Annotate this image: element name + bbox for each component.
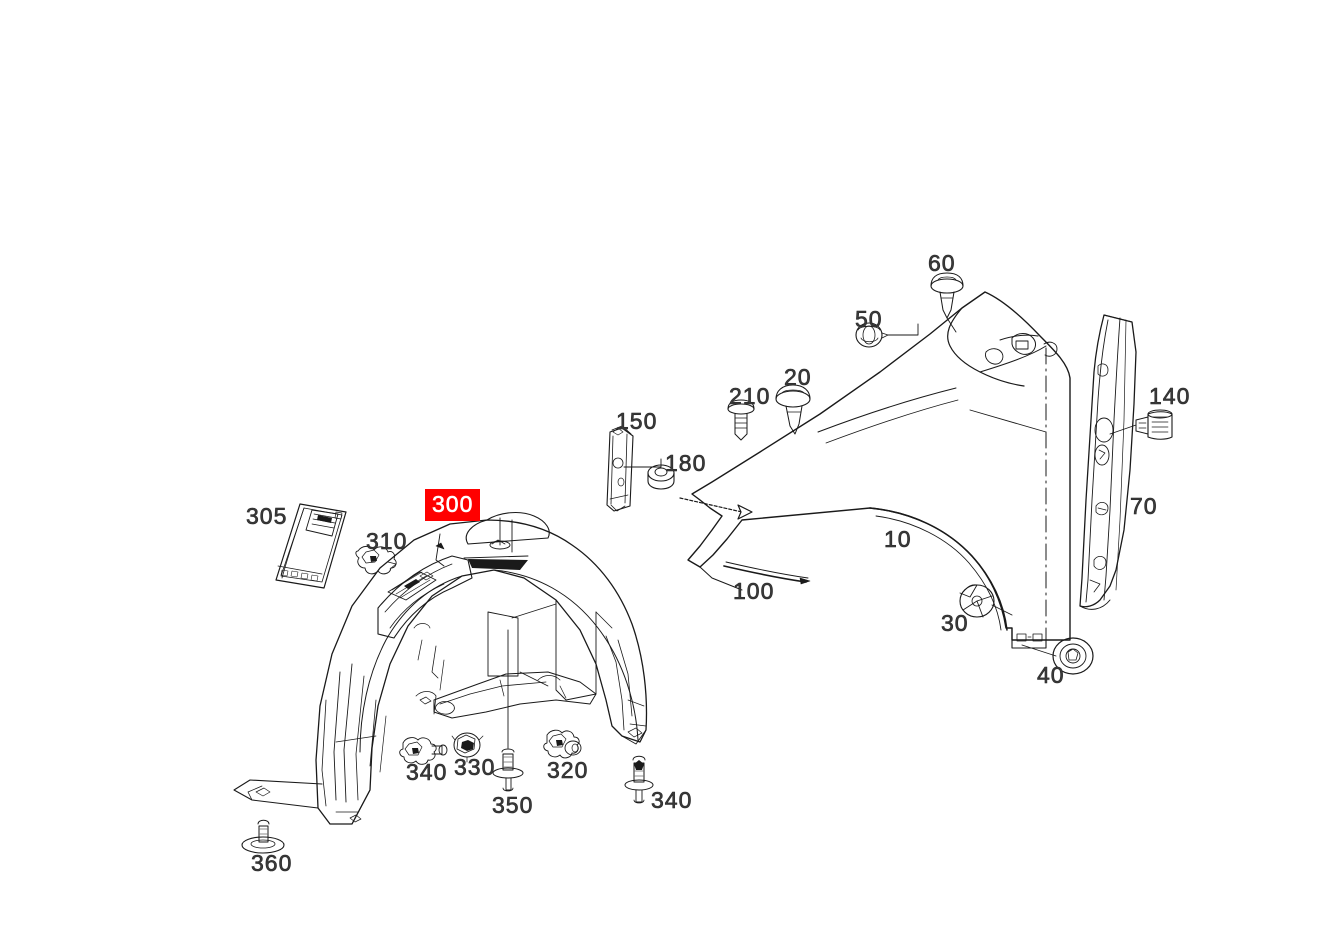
clip-360-part: [241, 819, 285, 854]
callout-350[interactable]: 350: [492, 792, 534, 818]
screw-350-part: [492, 748, 524, 792]
callout-20[interactable]: 20: [784, 364, 812, 390]
clip-20-part: [775, 384, 811, 435]
callout-150[interactable]: 150: [616, 408, 658, 434]
callout-360[interactable]: 360: [251, 850, 293, 876]
clip-330-part: [451, 732, 484, 763]
leader-40: [1021, 644, 1057, 657]
fastener-30-part: [959, 584, 995, 618]
rivet-210-part: [727, 399, 755, 441]
leader-60: [946, 317, 957, 333]
front-fender-outline: [687, 291, 1071, 649]
bushing-180-part: [647, 464, 675, 490]
leader-150-180: [623, 458, 662, 468]
callout-10[interactable]: 10: [884, 526, 912, 552]
callout-30[interactable]: 30: [941, 610, 969, 636]
callout-40[interactable]: 40: [1037, 662, 1065, 688]
clip-340-left-part: [399, 737, 448, 765]
clip-310-part: [355, 545, 397, 575]
seal-strip-part: [723, 561, 811, 585]
callout-50[interactable]: 50: [855, 306, 883, 332]
leader-140: [1109, 424, 1137, 435]
callout-140[interactable]: 140: [1149, 383, 1191, 409]
clip-340-right-part: [624, 755, 654, 804]
direction-arrow-icon: [679, 497, 753, 520]
fender-rail-outline: [1079, 314, 1137, 610]
leader-50: [887, 323, 919, 336]
callout-305[interactable]: 305: [246, 503, 288, 529]
callout-320[interactable]: 320: [547, 757, 589, 783]
grommet-40-part: [1052, 637, 1094, 675]
leader-30: [991, 604, 1013, 616]
callout-100[interactable]: 100: [733, 578, 775, 604]
callout-180[interactable]: 180: [665, 450, 707, 476]
callout-300-highlighted[interactable]: 300: [425, 489, 481, 521]
screw-140-part: [1135, 409, 1173, 440]
wheel-arch-liner-outline: [233, 511, 648, 825]
bracket-150-part: [606, 425, 634, 512]
clip-320-part: [543, 729, 582, 759]
callout-340-right[interactable]: 340: [651, 787, 693, 813]
callout-310[interactable]: 310: [366, 528, 408, 554]
callout-60[interactable]: 60: [928, 250, 956, 276]
callout-210[interactable]: 210: [729, 383, 771, 409]
callout-330[interactable]: 330: [454, 754, 496, 780]
plug-50-part: [855, 322, 889, 348]
callout-340-left[interactable]: 340: [406, 759, 448, 785]
callout-70[interactable]: 70: [1130, 493, 1158, 519]
liner-cover-305-part: [275, 503, 347, 589]
